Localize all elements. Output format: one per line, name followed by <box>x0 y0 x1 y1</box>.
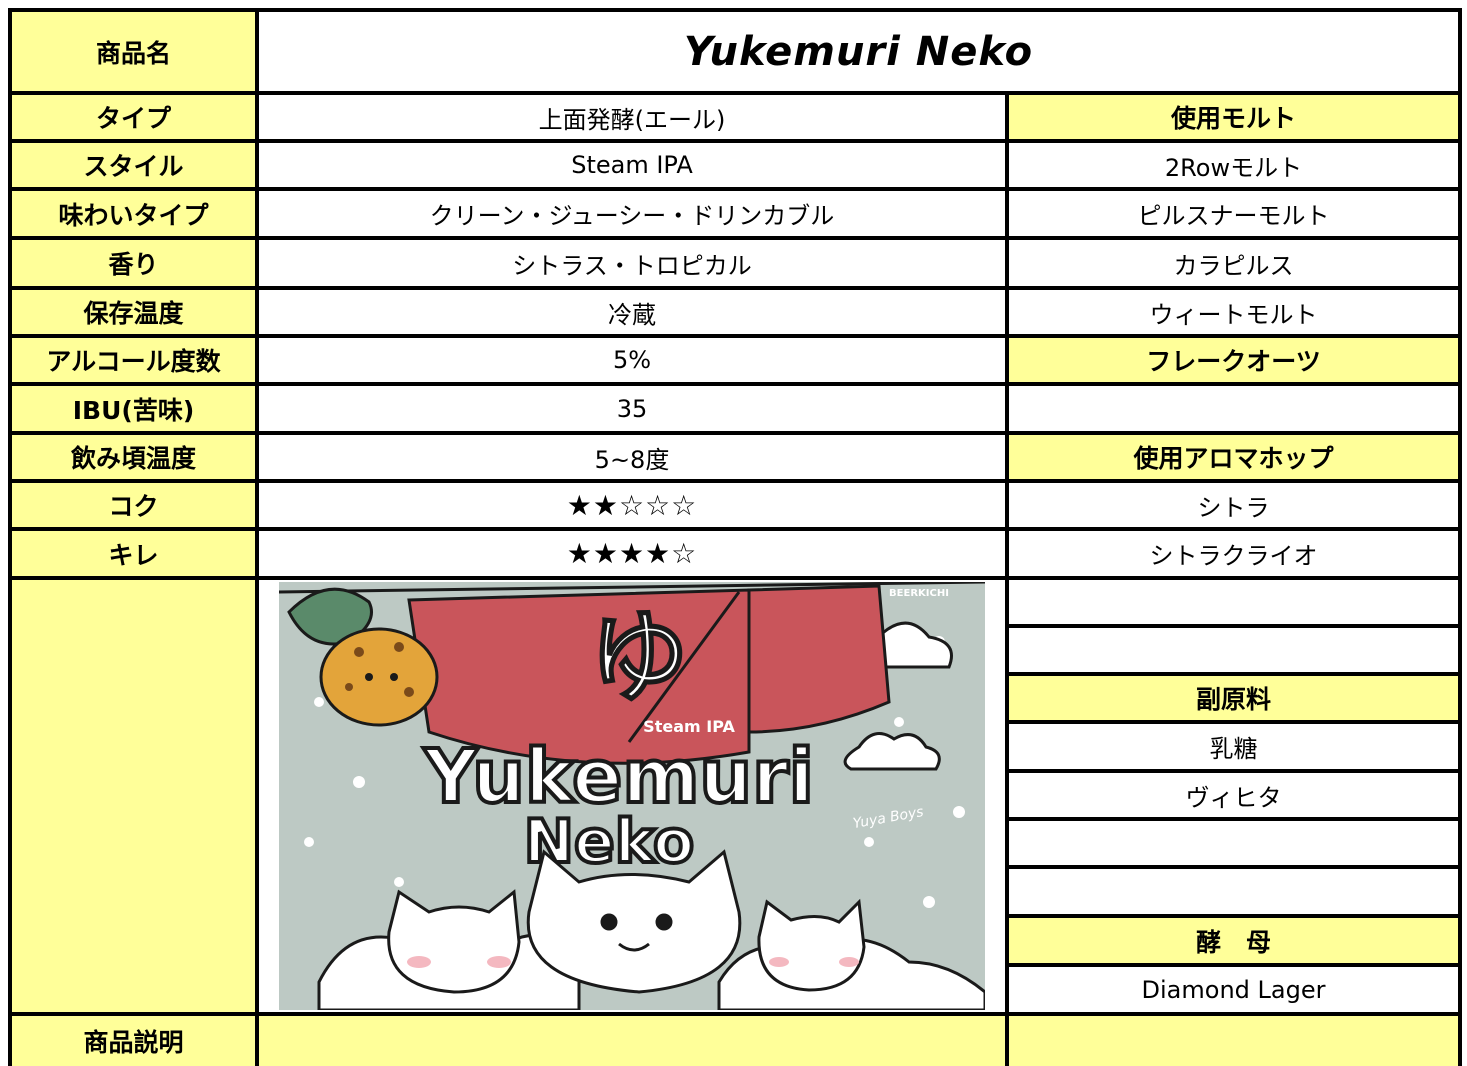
spec-value-storage: 冷蔵 <box>259 290 1005 334</box>
description-label: 商品説明 <box>12 1016 255 1066</box>
yeast-value: Diamond Lager <box>1009 967 1458 1012</box>
spec-label-storage: 保存温度 <box>12 290 255 334</box>
spec-value-type: 上面発酵(エール) <box>259 95 1005 139</box>
spec-value-crispness-rating: ★★★★☆ <box>259 531 1005 576</box>
flakes-header: フレークオーツ <box>1009 338 1458 382</box>
adjunct-header: 副原料 <box>1009 676 1458 720</box>
spec-label-style: スタイル <box>12 143 255 187</box>
malt-item: ウィートモルト <box>1009 290 1458 334</box>
empty-cell <box>1009 869 1458 914</box>
description-value <box>259 1016 1005 1066</box>
label-style-text: Steam IPA <box>643 717 735 736</box>
banner-character: ゆ <box>589 599 689 716</box>
hop-item: シトラクライオ <box>1009 531 1458 576</box>
malt-item: カラピルス <box>1009 240 1458 286</box>
spec-label-crispness: キレ <box>12 531 255 576</box>
spec-value-body-rating: ★★☆☆☆ <box>259 483 1005 527</box>
empty-cell <box>1009 628 1458 672</box>
spec-value-style: Steam IPA <box>259 143 1005 187</box>
malt-item: 2Rowモルト <box>1009 143 1458 187</box>
spec-label-serving-temp: 飲み頃温度 <box>12 435 255 479</box>
spec-label-type: タイプ <box>12 95 255 139</box>
malt-item: ピルスナーモルト <box>1009 191 1458 236</box>
spec-label-ibu: IBU(苦味) <box>12 386 255 431</box>
empty-cell <box>1009 386 1458 431</box>
spec-label-aroma: 香り <box>12 240 255 286</box>
spec-value-ibu: 35 <box>259 386 1005 431</box>
adjunct-item: ヴィヒタ <box>1009 773 1458 817</box>
leopard-mascot-icon <box>287 587 439 727</box>
empty-cell <box>1009 580 1458 624</box>
spec-value-taste: クリーン・ジューシー・ドリンカブル <box>259 191 1005 236</box>
product-spec-sheet: 商品名 Yukemuri Neko タイプ 上面発酵(エール) スタイル Ste… <box>8 8 1462 1066</box>
label-logo-line1: Yukemuri <box>423 734 814 820</box>
description-extra <box>1009 1016 1458 1066</box>
spec-label-abv: アルコール度数 <box>12 338 255 382</box>
spec-value-abv: 5% <box>259 338 1005 382</box>
empty-cell <box>1009 821 1458 865</box>
label-brand: BEERKICHI <box>889 588 949 599</box>
spec-label-body: コク <box>12 483 255 527</box>
product-name: Yukemuri Neko <box>259 12 1458 91</box>
spec-value-serving-temp: 5~8度 <box>259 435 1005 479</box>
hops-header: 使用アロマホップ <box>1009 435 1458 479</box>
spec-value-aroma: シトラス・トロピカル <box>259 240 1005 286</box>
hop-item: シトラ <box>1009 483 1458 527</box>
yeast-header: 酵 母 <box>1009 918 1458 963</box>
product-label-art: ゆ Steam IPA BEERKICHI Yukemuri Neko Yuya… <box>279 582 985 1010</box>
image-row-label <box>12 580 255 1012</box>
spec-label-taste: 味わいタイプ <box>12 191 255 236</box>
product-image-cell: ゆ Steam IPA BEERKICHI Yukemuri Neko Yuya… <box>259 580 1005 1012</box>
product-name-label: 商品名 <box>12 12 255 91</box>
cat-mascots-icon <box>387 849 866 994</box>
malt-header: 使用モルト <box>1009 95 1458 139</box>
adjunct-item: 乳糖 <box>1009 724 1458 769</box>
